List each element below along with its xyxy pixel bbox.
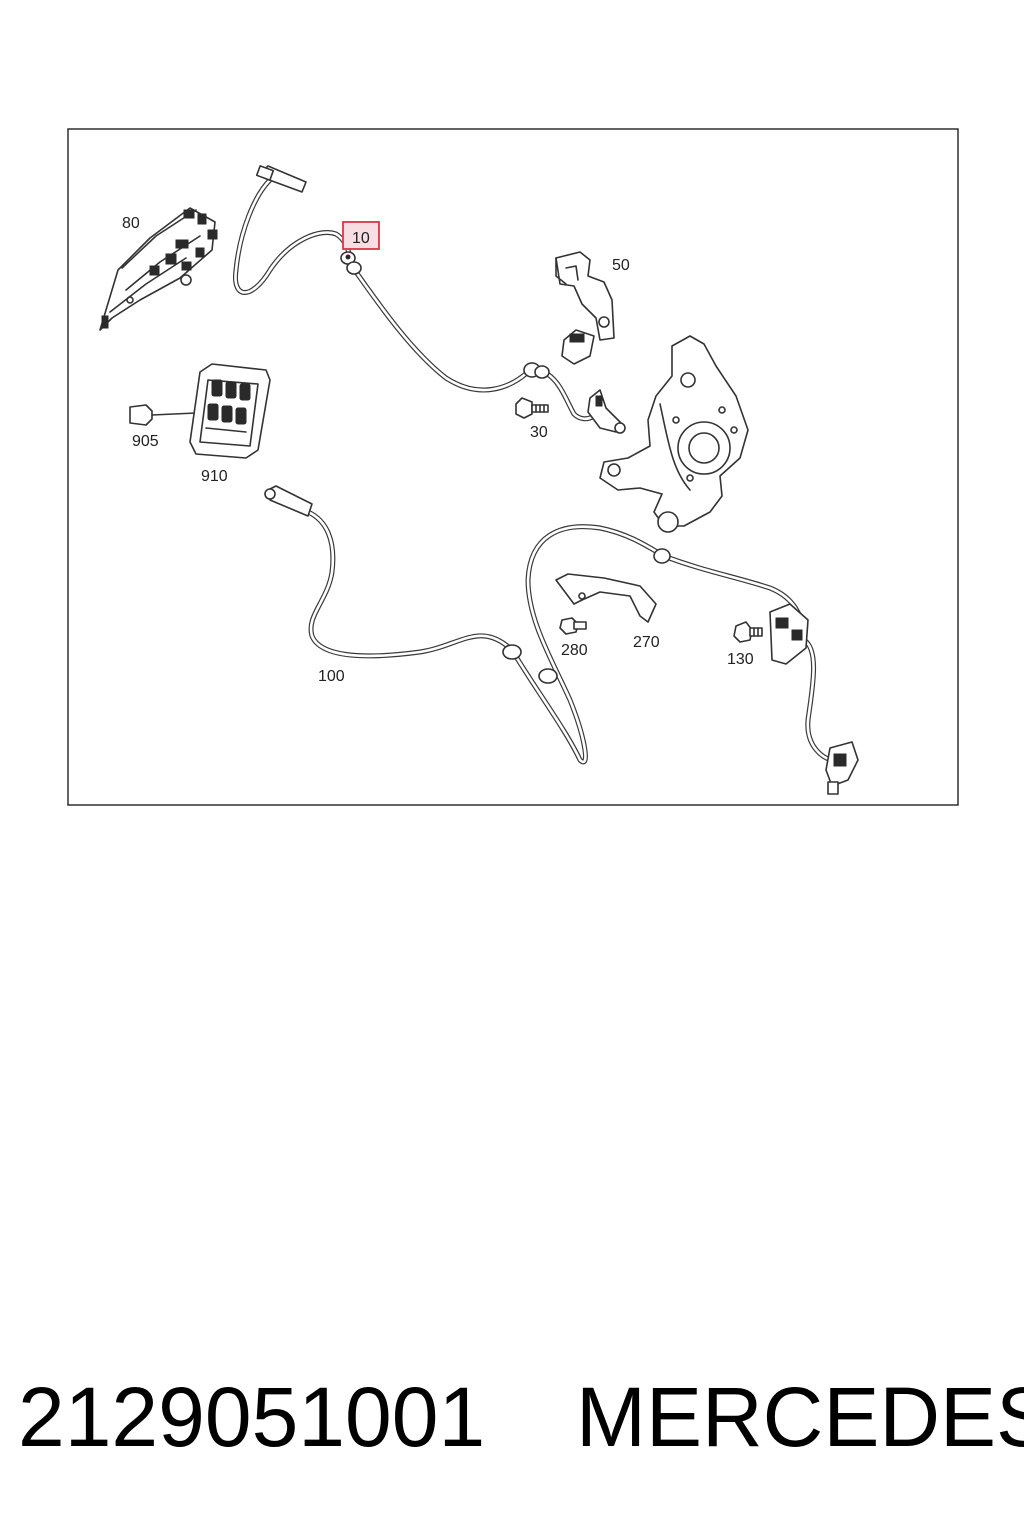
part-80-control-unit	[99, 207, 218, 331]
callout-80: 80	[122, 215, 140, 232]
part-number: 2129051001	[18, 1370, 486, 1464]
callout-910: 910	[201, 468, 228, 485]
part-50-bracket	[555, 251, 615, 365]
callout-100: 100	[318, 668, 345, 685]
callout-130: 130	[727, 651, 754, 668]
brand-name: MERCEDES	[576, 1370, 1024, 1464]
parts-diagram: 10 30 50 80 100 130 270 280 905 910	[67, 128, 959, 806]
steering-knuckle	[599, 335, 749, 533]
callout-905: 905	[132, 433, 159, 450]
part-caption: 2129051001 MERCEDES	[0, 1362, 1024, 1472]
part-10-sensor-cable	[232, 165, 626, 434]
callout-10-highlight	[342, 221, 380, 250]
part-910-switch-module	[189, 363, 271, 459]
callout-280: 280	[561, 642, 588, 659]
part-280-screw	[559, 617, 587, 635]
callout-270: 270	[633, 634, 660, 651]
part-270-bracket	[555, 573, 657, 623]
callout-50: 50	[612, 257, 630, 274]
callout-10: 10	[352, 230, 370, 247]
part-30-bolt	[515, 397, 549, 419]
part-905-connector-pin	[129, 404, 197, 426]
callout-30: 30	[530, 424, 548, 441]
part-100-sensor-cable	[264, 485, 859, 795]
part-130-bolt	[733, 621, 763, 643]
diagram-frame	[67, 128, 959, 806]
